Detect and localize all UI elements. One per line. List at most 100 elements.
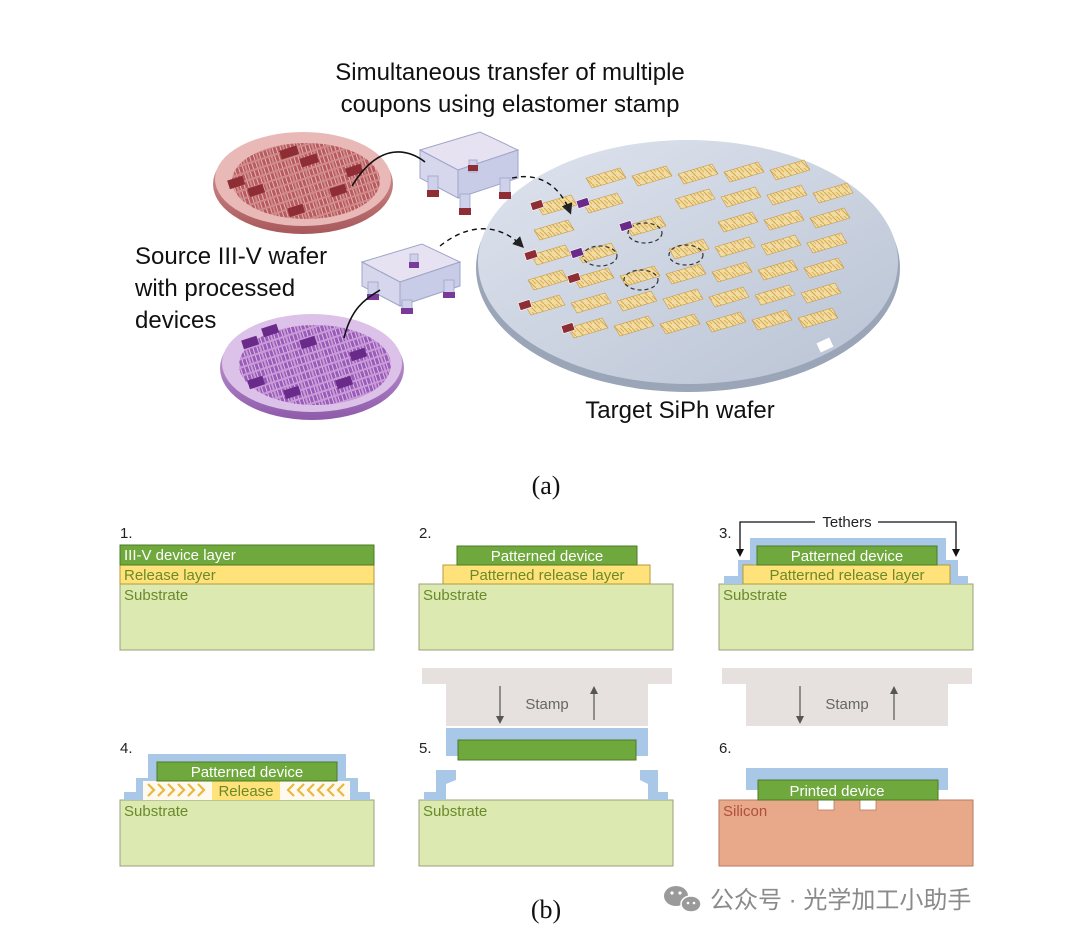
step-6-stamp-body [722, 668, 972, 726]
target-device-site [769, 159, 811, 181]
transfer-arrows [343, 151, 573, 339]
target-device-site [812, 182, 854, 204]
target-device-site [757, 259, 799, 281]
step-3-device [756, 545, 938, 566]
target-device-site [751, 309, 793, 331]
printed-coupon [529, 198, 545, 212]
target-device-site [763, 209, 805, 231]
target-device-site [800, 282, 842, 304]
target-device-site [760, 234, 802, 256]
target-device-site [616, 290, 658, 312]
target-device-site [708, 286, 750, 308]
target-device-site [720, 186, 762, 208]
step-5-broken-tether-right [640, 770, 668, 800]
target-device-site [582, 192, 624, 214]
step-1-number: 1. [120, 525, 133, 542]
step-4-release-etch: 4. Patterned device Release Substrate [119, 740, 375, 867]
caption-a: (a) [532, 471, 561, 500]
caption-b: (b) [531, 895, 561, 924]
stamp-caption-line2: coupons using elastomer stamp [341, 91, 680, 118]
step-5-lifted-encapsulation [446, 728, 648, 756]
step-3-substrate-label: Substrate [723, 587, 787, 604]
target-device-site [530, 244, 572, 266]
step-5-number: 5. [419, 740, 432, 757]
target-device-site [524, 294, 566, 316]
printed-coupons [517, 196, 634, 335]
step-6-printed-device [757, 779, 939, 801]
step-5-pickup: 5. Substrate [418, 728, 674, 867]
target-device-site [631, 165, 673, 187]
source-label-line1: Source III-V wafer [135, 243, 327, 270]
target-device-site [809, 207, 851, 229]
step-6-encapsulation [746, 768, 948, 790]
printed-coupon [569, 246, 585, 260]
step-4-release-remaining [212, 781, 280, 800]
source-label-line3: devices [135, 307, 216, 334]
elastomer-stamp-top [418, 131, 520, 215]
target-device-site [625, 215, 667, 237]
target-device-site [717, 211, 759, 233]
printed-coupon [566, 271, 582, 285]
step-2-device-label: Patterned device [491, 548, 604, 565]
step-5-substrate [418, 799, 674, 867]
wechat-icon [664, 886, 702, 913]
target-device-site [711, 261, 753, 283]
step-6-trench-2 [859, 799, 877, 811]
source-wafer-purple [220, 314, 404, 420]
step-2-number: 2. [419, 525, 432, 542]
step-6-stamp: Stamp [722, 668, 972, 726]
step-3-device-label: Patterned device [791, 548, 904, 565]
step-1-substrate [119, 583, 375, 651]
target-device-site [536, 194, 578, 216]
step-6-number: 6. [719, 740, 732, 757]
target-device-site [714, 236, 756, 258]
target-device-site [754, 284, 796, 306]
step-4-substrate-label: Substrate [124, 803, 188, 820]
target-device-site [585, 167, 627, 189]
step-1-device-label: III-V device layer [124, 547, 236, 564]
target-device-site [567, 317, 609, 339]
tethers-label: Tethers [822, 514, 871, 531]
step-6-silicon-label: Silicon [723, 803, 767, 820]
target-device-site [659, 313, 701, 335]
source-wafer-red [213, 132, 393, 234]
target-device-site [662, 288, 704, 310]
elastomer-stamp-bottom [360, 243, 462, 314]
step-3-number: 3. [719, 525, 732, 542]
target-device-site [573, 267, 615, 289]
printed-coupon [517, 298, 533, 312]
step-1-substrate-label: Substrate [124, 587, 188, 604]
etch-chevrons-left [147, 783, 206, 797]
empty-site-markers [582, 222, 704, 291]
etch-chevrons-right [286, 783, 345, 797]
target-device-site [674, 188, 716, 210]
step-2-patterning: 2. Patterned device Patterned release la… [418, 525, 674, 651]
stamp-caption-line1: Simultaneous transfer of multiple [335, 59, 685, 86]
target-wafer-label: Target SiPh wafer [585, 397, 774, 424]
step-2-substrate-label: Substrate [423, 587, 487, 604]
printed-coupon [560, 321, 576, 335]
step-2-release-label: Patterned release layer [469, 567, 624, 584]
target-device-site [665, 263, 707, 285]
step-4-device [156, 761, 338, 782]
step-1-device-layer [119, 544, 375, 566]
step-5-stamp: Stamp [422, 668, 672, 726]
target-device-site [803, 257, 845, 279]
step-3-release-label: Patterned release layer [769, 567, 924, 584]
target-device-site [766, 184, 808, 206]
target-device-site [613, 315, 655, 337]
step-5-lifted-device [457, 739, 637, 761]
step-6-stamp-label: Stamp [825, 696, 868, 713]
step-4-device-label: Patterned device [191, 764, 304, 781]
target-device-site [533, 219, 575, 241]
printed-coupon [618, 219, 634, 233]
target-device-sites [524, 159, 854, 339]
target-device-site [570, 292, 612, 314]
printed-coupon [523, 248, 539, 262]
target-device-site [668, 238, 710, 260]
step-6-printing: 6. Printed device Silicon [718, 740, 974, 867]
target-device-site [705, 311, 747, 333]
tether-bracket-left [739, 521, 815, 555]
step-5-broken-tether-left [424, 770, 456, 800]
